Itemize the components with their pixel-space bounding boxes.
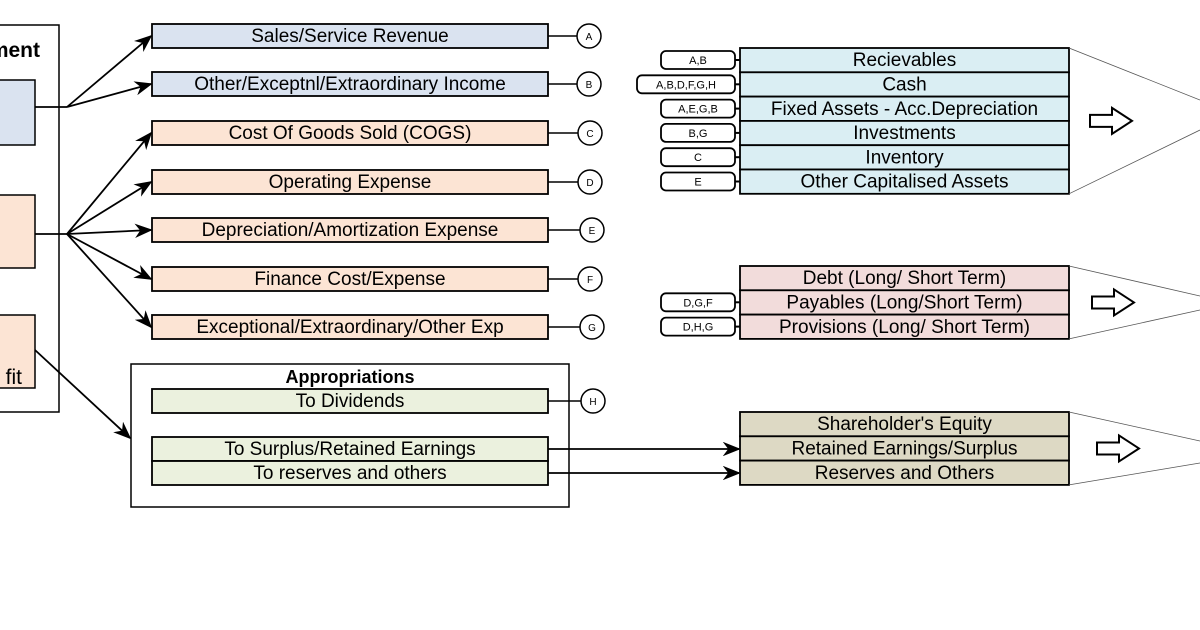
flow-arrow	[66, 131, 153, 235]
source-tag	[660, 98, 736, 119]
source-tag	[660, 316, 736, 337]
income-item-label: Finance Cost/Expense	[254, 269, 445, 290]
source-tag-text: D,G,F	[683, 297, 713, 309]
appropriation-item-label: To Dividends	[296, 391, 405, 412]
flow-arrow	[66, 233, 153, 329]
tag-circle	[576, 71, 602, 97]
source-tag	[660, 147, 736, 168]
liability-item	[739, 289, 1070, 316]
liability-item-label: Debt (Long/ Short Term)	[803, 268, 1006, 289]
tag-letter: D	[586, 178, 593, 189]
profit-label: fit	[6, 366, 23, 389]
tag-letter: E	[589, 226, 596, 237]
source-tag-text: A,B	[689, 55, 707, 67]
asset-item-label: Fixed Assets - Acc.Depreciation	[771, 99, 1038, 120]
bracket-line	[1068, 462, 1200, 486]
expense-box	[0, 194, 36, 269]
tag-circle	[580, 388, 606, 414]
income-item	[151, 23, 549, 49]
asset-item-label: Other Capitalised Assets	[800, 172, 1008, 193]
flow-arrow	[66, 233, 153, 280]
appropriation-item	[151, 460, 549, 486]
tag-letter: G	[588, 323, 596, 334]
liability-item-label: Provisions (Long/ Short Term)	[779, 317, 1030, 338]
right-arrow-icon	[1091, 287, 1136, 318]
flow-arrow	[66, 223, 153, 238]
source-tag-text: A,E,G,B	[678, 104, 718, 116]
bracket-line	[1068, 47, 1200, 101]
bracket-line	[1068, 265, 1200, 297]
income-item-label: Sales/Service Revenue	[251, 26, 449, 47]
flow-arrow	[66, 34, 153, 108]
source-tag	[660, 292, 736, 313]
tag-letter: C	[586, 129, 593, 140]
equity-item-label: Shareholder's Equity	[817, 414, 992, 435]
income-item-label: Cost Of Goods Sold (COGS)	[229, 123, 472, 144]
source-tag-text: D,H,G	[683, 322, 714, 334]
income-item	[151, 217, 549, 243]
tag-circle	[579, 217, 605, 243]
source-tag-text: C	[694, 152, 702, 164]
income-item-label: Depreciation/Amortization Expense	[202, 220, 499, 241]
income-item-label: Exceptional/Extraordinary/Other Exp	[196, 317, 503, 338]
income-statement-title: ment	[0, 39, 40, 62]
income-item	[151, 266, 549, 292]
appropriations-title: Appropriations	[286, 367, 415, 387]
asset-item	[739, 47, 1070, 74]
liability-item-label: Payables (Long/Short Term)	[786, 292, 1022, 313]
tag-letter: A	[586, 32, 593, 43]
source-tag	[660, 171, 736, 192]
profit-to-appropriations-arrow	[34, 349, 132, 440]
tag-circle	[577, 266, 603, 292]
income-item-label: Other/Exceptnl/Extraordinary Income	[194, 74, 506, 95]
appropriation-item-label: To reserves and others	[253, 463, 446, 484]
bracket-line	[1068, 129, 1200, 195]
revenue-box	[0, 79, 36, 146]
source-tag-text: E	[694, 177, 701, 189]
income-item	[151, 71, 549, 97]
source-tag	[660, 123, 736, 143]
asset-item-label: Inventory	[865, 147, 944, 168]
source-tag	[660, 50, 736, 70]
asset-item-label: Cash	[882, 74, 926, 95]
flow-arrow	[66, 181, 153, 235]
bracket-line	[1068, 309, 1200, 340]
asset-item	[739, 120, 1070, 147]
tag-letter: H	[589, 397, 596, 408]
flow-arrow	[66, 81, 153, 108]
source-tag-text: B,G	[689, 128, 708, 140]
tag-letter: F	[587, 275, 593, 286]
right-arrow-icon	[1096, 433, 1141, 464]
equity-item-label: Retained Earnings/Surplus	[791, 438, 1017, 459]
bracket-line	[1068, 411, 1200, 442]
profit-box	[0, 314, 36, 389]
asset-item-label: Recievables	[853, 50, 957, 71]
tag-circle	[577, 169, 603, 195]
liability-item	[739, 265, 1070, 292]
tag-letter: B	[586, 80, 593, 91]
appropriation-item-label: To Surplus/Retained Earnings	[224, 439, 475, 460]
tag-circle	[576, 23, 602, 49]
tag-circle	[577, 120, 603, 146]
equity-item-label: Reserves and Others	[815, 463, 995, 484]
income-item	[151, 314, 549, 340]
source-tag	[636, 74, 736, 95]
equity-item	[739, 435, 1070, 462]
tag-circle	[579, 314, 605, 340]
right-arrow-icon	[1089, 106, 1134, 136]
asset-item-label: Investments	[853, 123, 955, 144]
income-item-label: Operating Expense	[269, 172, 432, 193]
asset-item	[739, 71, 1070, 98]
source-tag-text: A,B,D,F,G,H	[656, 79, 716, 91]
